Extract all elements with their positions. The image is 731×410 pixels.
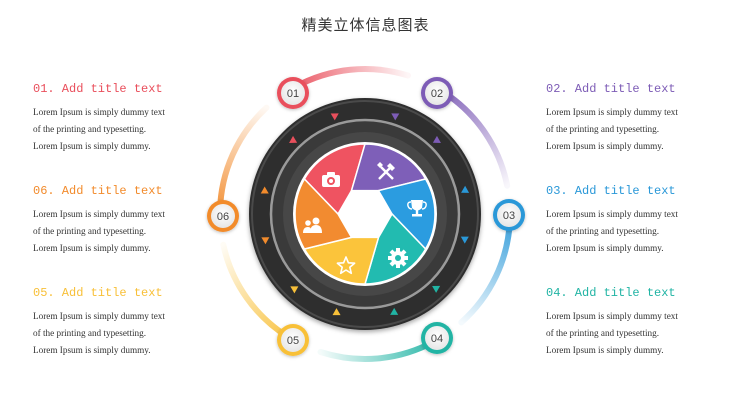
segment-icons: [303, 162, 427, 275]
connector-arc: [458, 217, 513, 326]
block-body: Lorem Ipsum is simply dummy text of the …: [33, 104, 213, 155]
block-body: Lorem Ipsum is simply dummy text of the …: [33, 206, 213, 257]
badge-face: [281, 328, 305, 352]
badge-03: 03: [493, 199, 525, 231]
block-line: Lorem Ipsum is simply dummy.: [33, 141, 151, 151]
badge-05: 05: [277, 324, 309, 356]
block-line: Lorem Ipsum is simply dummy.: [33, 243, 151, 253]
ring-arrow: [289, 135, 298, 143]
outer-ring-highlight: [251, 100, 479, 328]
text-block-04: 04. Add title text Lorem Ipsum is simply…: [546, 286, 726, 359]
block-line: Lorem Ipsum is simply dummy.: [546, 141, 664, 151]
connector-arc: [220, 241, 292, 341]
ring-arrow: [460, 236, 469, 244]
block-line: Lorem Ipsum is simply dummy.: [33, 345, 151, 355]
number-badges: 01 02 03 04 05 06: [207, 77, 525, 356]
connector-arc: [317, 338, 437, 362]
block-line: Lorem Ipsum is simply dummy text: [546, 311, 678, 321]
ring-arrow: [390, 307, 399, 315]
block-heading: 01. Add title text: [33, 82, 163, 96]
block-body: Lorem Ipsum is simply dummy text of the …: [546, 308, 726, 359]
badge-number: 06: [217, 211, 229, 223]
block-line: Lorem Ipsum is simply dummy text: [33, 107, 165, 117]
gear-icon: [388, 248, 408, 268]
block-heading: 03. Add title text: [546, 184, 676, 198]
block-line: Lorem Ipsum is simply dummy text: [33, 209, 165, 219]
block-body: Lorem Ipsum is simply dummy text of the …: [546, 104, 726, 155]
text-block-02: 02. Add title text Lorem Ipsum is simply…: [546, 82, 726, 155]
camera-icon: [322, 172, 340, 187]
badge-face: [211, 204, 235, 228]
ring-arrow: [432, 285, 441, 293]
ring-arrow: [290, 286, 299, 294]
star-icon: [336, 256, 356, 275]
center-hexagon: [338, 190, 392, 238]
ring-arrow: [391, 113, 400, 121]
trophy-icon: [407, 200, 427, 217]
connector-arc: [217, 104, 270, 214]
block-heading: 05. Add title text: [33, 286, 163, 300]
ring-arrow: [332, 308, 341, 316]
badge-04: 04: [421, 322, 453, 354]
ring-arrow: [260, 186, 269, 194]
text-block-01: 01. Add title text Lorem Ipsum is simply…: [33, 82, 213, 155]
block-line: Lorem Ipsum is simply dummy text: [546, 107, 678, 117]
connector-arcs: [217, 66, 513, 362]
block-line: Lorem Ipsum is simply dummy.: [546, 345, 664, 355]
badge-face: [425, 81, 449, 105]
badge-number: 01: [287, 88, 299, 100]
block-line: of the printing and typesetting.: [33, 328, 147, 338]
block-line: of the printing and typesetting.: [546, 124, 660, 134]
ring-arrow: [432, 135, 441, 143]
connector-arc: [292, 66, 411, 90]
block-line: of the printing and typesetting.: [33, 124, 147, 134]
badge-face: [281, 81, 305, 105]
block-line: Lorem Ipsum is simply dummy text: [33, 311, 165, 321]
block-line: of the printing and typesetting.: [33, 226, 147, 236]
badge-number: 05: [287, 335, 299, 347]
badge-face: [497, 203, 521, 227]
badge-face: [425, 326, 449, 350]
block-line: of the printing and typesetting.: [546, 328, 660, 338]
tools-icon: [377, 162, 395, 180]
block-line: Lorem Ipsum is simply dummy.: [546, 243, 664, 253]
connector-arc: [440, 89, 511, 189]
ring-arrow: [330, 113, 339, 121]
badge-number: 03: [503, 210, 515, 222]
block-body: Lorem Ipsum is simply dummy text of the …: [33, 308, 213, 359]
page-title: 精美立体信息图表: [301, 16, 430, 34]
text-block-06: 06. Add title text Lorem Ipsum is simply…: [33, 184, 213, 257]
users-icon: [303, 217, 322, 233]
block-heading: 06. Add title text: [33, 184, 163, 198]
badge-01: 01: [277, 77, 309, 109]
block-heading: 02. Add title text: [546, 82, 676, 96]
block-line: of the printing and typesetting.: [546, 226, 660, 236]
ring-arrow: [461, 185, 470, 193]
text-block-03: 03. Add title text Lorem Ipsum is simply…: [546, 184, 726, 257]
text-block-05: 05. Add title text Lorem Ipsum is simply…: [33, 286, 213, 359]
badge-02: 02: [421, 77, 453, 109]
block-body: Lorem Ipsum is simply dummy text of the …: [546, 206, 726, 257]
badge-06: 06: [207, 200, 239, 232]
block-heading: 04. Add title text: [546, 286, 676, 300]
ring-arrow: [261, 237, 270, 245]
ring-arrows: [260, 113, 470, 316]
badge-number: 02: [431, 88, 443, 100]
badge-number: 04: [431, 333, 443, 345]
block-line: Lorem Ipsum is simply dummy text: [546, 209, 678, 219]
